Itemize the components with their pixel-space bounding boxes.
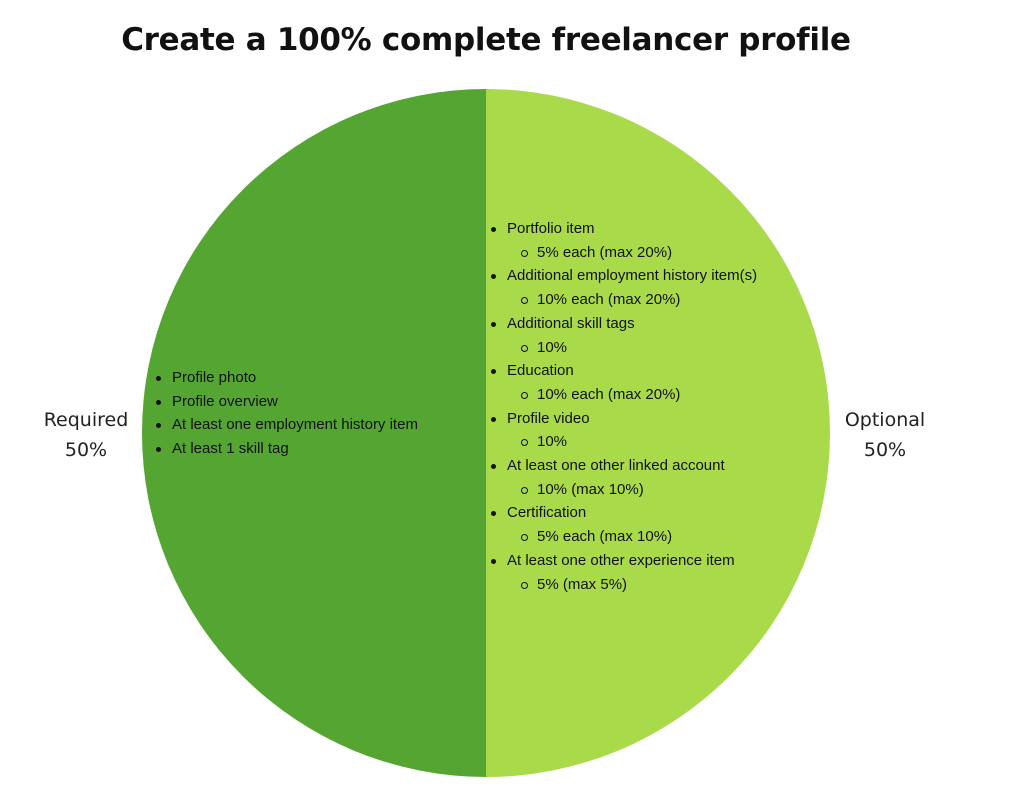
optional-item: At least one other linked account [491,454,757,478]
optional-item-detail: 10% each (max 20%) [491,288,757,312]
optional-item: At least one other experience item [491,549,757,573]
slice-value: 50% [64,439,108,461]
optional-item: Portfolio item [491,217,757,241]
required-item: At least one employment history item [156,413,418,437]
optional-item-detail: 10% [491,336,757,360]
optional-item: Education [491,359,757,383]
optional-item-detail: 5% each (max 20%) [491,241,757,265]
slice-name: Optional [844,409,926,431]
chart-title: Create a 100% complete freelancer profil… [121,22,851,58]
optional-item-detail: 10% each (max 20%) [491,383,757,407]
pie-slice-required [142,89,486,777]
required-item: At least 1 skill tag [156,437,418,461]
optional-item-detail: 5% each (max 10%) [491,525,757,549]
slice-label-required: Required 50% [26,405,146,465]
optional-item: Profile video [491,407,757,431]
required-item: Profile photo [156,366,418,390]
slice-label-optional: Optional 50% [825,405,945,465]
optional-item-detail: 5% (max 5%) [491,573,757,597]
optional-item: Additional skill tags [491,312,757,336]
slice-name: Required [43,409,129,431]
optional-item-detail: 10% (max 10%) [491,478,757,502]
optional-item-detail: 10% [491,430,757,454]
required-item: Profile overview [156,390,418,414]
optional-item: Certification [491,501,757,525]
pie-slice-optional [486,89,830,777]
optional-item: Additional employment history item(s) [491,264,757,288]
slice-value: 50% [863,439,907,461]
